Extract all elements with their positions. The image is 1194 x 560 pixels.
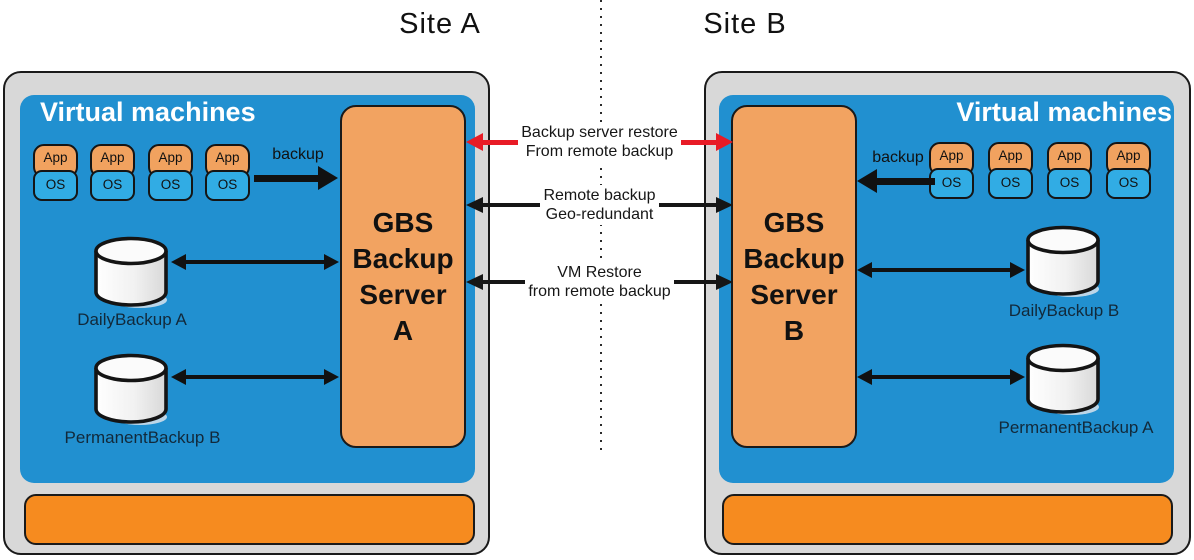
arrow-head-right-icon	[716, 274, 733, 290]
arrow-head-left-icon	[857, 169, 877, 193]
database-label: DailyBackup A	[77, 310, 187, 329]
arrow-head-left-icon	[857, 262, 872, 278]
link-label: Backup server restore From remote backup	[518, 122, 681, 162]
site-a-vm-panel-title: Virtual machines	[40, 97, 256, 127]
server-label-line: Server	[359, 278, 447, 310]
vm-unit: App OS	[1047, 142, 1092, 199]
arrow-head-left-icon	[857, 369, 872, 385]
server-label-line: Backup	[743, 242, 845, 274]
arrow-head-right-icon	[324, 254, 339, 270]
vm-unit: App OS	[929, 142, 974, 199]
arrow-left-segment	[466, 133, 519, 151]
os-box: OS	[90, 170, 135, 201]
arrow-line	[184, 260, 326, 264]
arrow-line	[184, 375, 326, 379]
link-vm-restore: VM Restore from remote backup	[466, 262, 733, 302]
vm-unit: App OS	[988, 142, 1033, 199]
vm-unit: App OS	[90, 144, 135, 201]
os-box: OS	[929, 168, 974, 199]
arrow-head-left-icon	[466, 133, 483, 151]
arrow-right-segment	[680, 133, 734, 151]
link-label: VM Restore from remote backup	[525, 262, 674, 302]
server-label-line: GBS	[763, 206, 825, 238]
site-b-backup-server: GBS Backup Server B	[731, 105, 857, 448]
arrow-line	[481, 139, 519, 145]
site-a-hardware-bar	[24, 494, 475, 545]
site-b-hardware-bar	[722, 494, 1173, 545]
site-b-vm-panel-title: Virtual machines	[956, 97, 1172, 127]
os-box: OS	[1047, 168, 1092, 199]
arrow-head-left-icon	[466, 274, 483, 290]
site-a-title: Site A	[399, 8, 481, 40]
arrow-line	[870, 375, 1012, 379]
vm-unit: App OS	[205, 144, 250, 201]
arrow-head-left-icon	[171, 254, 186, 270]
db-sync-arrow	[857, 367, 1025, 387]
link-label: Remote backup Geo-redundant	[540, 185, 659, 225]
arrow-head-right-icon	[1010, 369, 1025, 385]
site-divider-dotted-line	[600, 0, 602, 456]
vm-backup-arrow	[857, 168, 935, 194]
server-label-line: Backup	[352, 242, 454, 274]
arrow-right-segment	[673, 274, 733, 290]
arrow-right-segment	[658, 197, 733, 213]
arrow-head-right-icon	[716, 133, 734, 151]
database-cylinder-icon	[92, 235, 170, 309]
server-label-line: B	[783, 314, 805, 346]
arrow-line	[673, 279, 718, 285]
arrow-line	[658, 202, 718, 208]
arrow-line	[870, 268, 1012, 272]
arrow-left-segment	[466, 274, 526, 290]
arrow-line	[481, 202, 541, 208]
arrow-head-right-icon	[324, 369, 339, 385]
db-sync-arrow	[857, 260, 1025, 280]
server-label-line: A	[392, 314, 414, 346]
database-label: DailyBackup B	[1008, 301, 1120, 320]
database-label: PermanentBackup B	[64, 428, 221, 447]
arrow-line	[254, 174, 320, 182]
arrow-line	[875, 177, 935, 185]
arrow-head-left-icon	[466, 197, 483, 213]
arrow-head-right-icon	[318, 166, 338, 190]
arrow-line	[481, 279, 526, 285]
arrow-line	[680, 139, 719, 145]
backup-arrow-label: backup	[272, 146, 324, 163]
vm-unit: App OS	[33, 144, 78, 201]
server-label-line: GBS	[372, 206, 434, 238]
database-cylinder-icon	[1024, 342, 1102, 416]
backup-arrow-label: backup	[872, 149, 924, 166]
site-a-backup-server: GBS Backup Server A	[340, 105, 466, 448]
os-box: OS	[988, 168, 1033, 199]
db-sync-arrow	[171, 367, 339, 387]
os-box: OS	[33, 170, 78, 201]
vm-unit: App OS	[148, 144, 193, 201]
db-sync-arrow	[171, 252, 339, 272]
database-cylinder-icon	[1024, 224, 1102, 298]
database-cylinder-icon	[92, 352, 170, 426]
arrow-head-left-icon	[171, 369, 186, 385]
link-backup-server-restore: Backup server restore From remote backup	[466, 122, 734, 162]
os-box: OS	[1106, 168, 1151, 199]
vm-unit: App OS	[1106, 142, 1151, 199]
arrow-left-segment	[466, 197, 541, 213]
site-b-title: Site B	[703, 8, 787, 40]
server-label-line: Server	[750, 278, 838, 310]
os-box: OS	[148, 170, 193, 201]
vm-backup-arrow	[254, 165, 338, 191]
arrow-head-right-icon	[1010, 262, 1025, 278]
os-box: OS	[205, 170, 250, 201]
link-remote-backup: Remote backup Geo-redundant	[466, 185, 733, 225]
database-label: PermanentBackup A	[998, 418, 1154, 437]
arrow-head-right-icon	[716, 197, 733, 213]
